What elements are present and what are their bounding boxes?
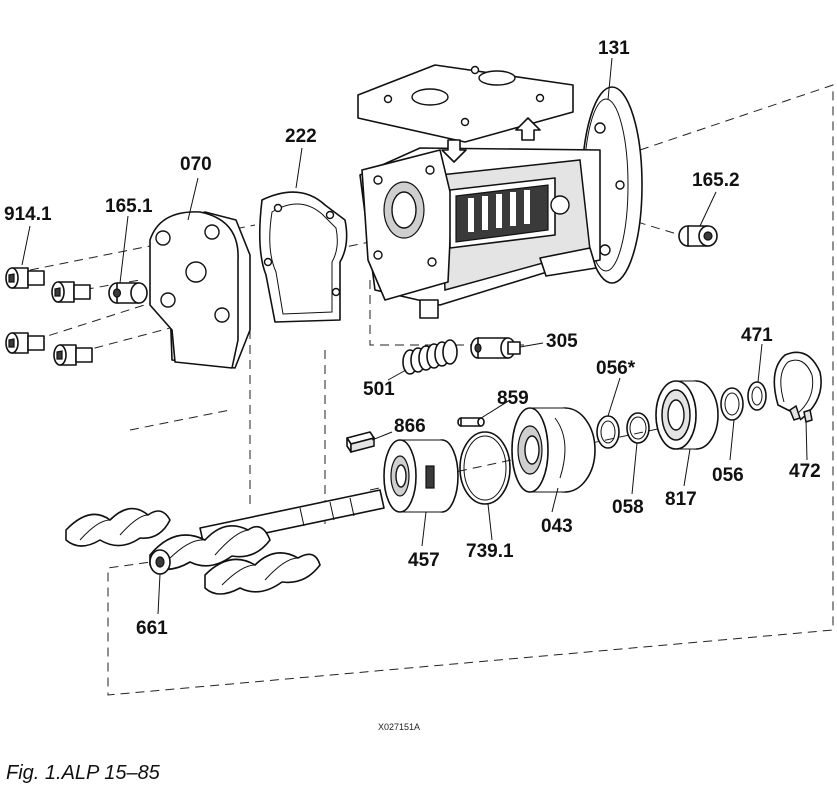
callout-471: 471: [741, 325, 773, 346]
callout-457: 457: [408, 550, 440, 571]
figure-caption: Fig. 1.ALP 15–85: [6, 762, 160, 784]
callout-165-1: 165.1: [105, 196, 153, 217]
callout-914-1: 914.1: [4, 204, 52, 225]
part-165-1-plug: [108, 282, 148, 304]
callout-859: 859: [497, 388, 529, 409]
part-043-seal-housing: [511, 407, 596, 493]
part-471-retaining-ring: [747, 381, 767, 411]
callout-817: 817: [665, 489, 697, 510]
part-305-valve-piston: [470, 337, 521, 359]
part-457-shaft-seal: [383, 439, 459, 513]
callout-661: 661: [136, 618, 168, 639]
part-222-gasket: [258, 191, 348, 323]
part-070-end-cover: [149, 211, 251, 369]
callout-866: 866: [394, 416, 426, 437]
part-056-star-o-ring: [596, 415, 620, 449]
callout-222: 222: [285, 126, 317, 147]
callout-043: 043: [541, 516, 573, 537]
callout-labels: 131 070 222 914.1 165.1 165.2 305 501 47…: [4, 38, 821, 732]
callout-472: 472: [789, 461, 821, 482]
part-661-screw-rotors: [65, 489, 385, 595]
callout-501: 501: [363, 379, 395, 400]
part-501-spring: [402, 339, 458, 375]
callout-058: 058: [612, 497, 644, 518]
callout-165-2: 165.2: [692, 170, 740, 191]
callout-305: 305: [546, 331, 578, 352]
part-165-2-plug: [678, 225, 718, 247]
part-058-ring: [626, 412, 650, 444]
part-817-ball-bearing: [655, 380, 719, 450]
callout-056: 056: [712, 465, 744, 486]
callout-056-star: 056*: [596, 358, 636, 379]
drawing-code: X027151A: [378, 722, 420, 732]
part-739-1-o-ring: [459, 431, 511, 505]
part-472-circlip: [773, 351, 822, 423]
part-056-o-ring: [720, 387, 744, 421]
part-131-pump-housing: [357, 64, 643, 319]
leader-lines: [21, 57, 808, 615]
part-866-key: [346, 431, 375, 453]
callout-131: 131: [598, 38, 630, 59]
callout-739-1: 739.1: [466, 541, 514, 562]
callout-070: 070: [180, 154, 212, 175]
part-914-1-screws: [5, 267, 93, 366]
